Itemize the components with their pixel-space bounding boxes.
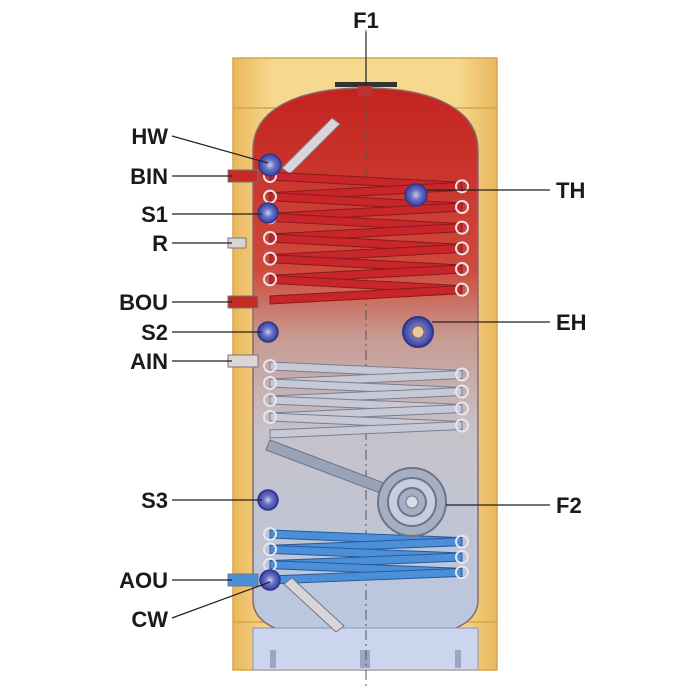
label-ain: AIN (130, 349, 168, 374)
coil-bend (455, 550, 469, 564)
coil-bend (263, 231, 277, 245)
coil-bend (455, 418, 469, 433)
s1-sensor-socket-icon (257, 202, 279, 224)
hw-socket-icon (258, 153, 282, 177)
coil-bend (263, 393, 277, 407)
th-thermostat-socket-icon (404, 183, 428, 207)
hw-riser-pipe (281, 117, 341, 175)
label-hw: HW (131, 124, 168, 149)
coil-bend (455, 565, 469, 580)
top-outlet-neck (358, 86, 372, 96)
foot-left (270, 650, 276, 668)
coil-bend (263, 376, 277, 390)
label-eh: EH (556, 310, 587, 335)
coil-bend (455, 220, 469, 235)
coil-bend (455, 241, 469, 256)
foot-right (455, 650, 461, 668)
coil-bend (263, 527, 277, 541)
label-aou: AOU (119, 568, 168, 593)
coil-bend (263, 272, 277, 287)
coil-tube (269, 285, 463, 305)
coil-bend (455, 200, 469, 214)
label-th: TH (556, 178, 585, 203)
label-f2: F2 (556, 493, 582, 518)
label-s2: S2 (141, 320, 168, 345)
coil-bend (263, 251, 277, 266)
coil-tube (269, 420, 463, 439)
f2-inspection-flange-icon (377, 467, 447, 537)
coil-bend (263, 542, 277, 557)
label-r: R (152, 231, 168, 256)
coil-bend (455, 367, 469, 382)
upper-coil (263, 169, 469, 305)
label-cw: CW (131, 607, 168, 632)
coil-bend (455, 534, 469, 549)
coil-bend (455, 401, 469, 416)
label-bou: BOU (119, 290, 168, 315)
label-s3: S3 (141, 488, 168, 513)
coil-bend (455, 384, 469, 399)
foot-center (360, 650, 370, 668)
coil-bend (455, 262, 469, 276)
coil-bend (263, 359, 277, 373)
middle-coil (263, 359, 469, 439)
coil-bend (455, 282, 469, 297)
label-bin: BIN (130, 164, 168, 189)
cw-socket-icon (259, 569, 281, 591)
label-s1: S1 (141, 202, 168, 227)
coil-bend (455, 179, 469, 194)
coil-bend (263, 410, 277, 424)
lower-coil (263, 527, 469, 585)
cw-dip-tube (283, 577, 345, 633)
leader-lines (171, 32, 550, 619)
eh-heater-flange-icon (402, 316, 434, 348)
label-f1: F1 (353, 8, 379, 33)
